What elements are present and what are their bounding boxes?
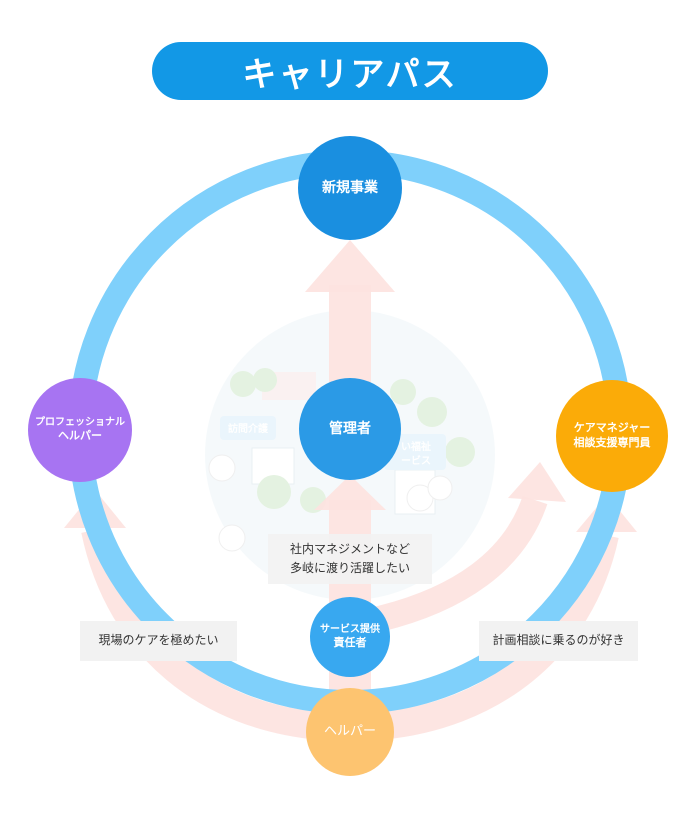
node-service-label-1: サービス提供 xyxy=(320,623,380,635)
arrow-service-right-head xyxy=(508,462,566,502)
tree-icon xyxy=(445,437,475,467)
tree-icon xyxy=(257,475,291,509)
note-consultation: 計画相談に乗るのが好き xyxy=(479,621,638,661)
tree-icon xyxy=(230,371,256,397)
tree-icon xyxy=(390,379,416,405)
note-management-line-2: 多岐に渡り活躍したい xyxy=(289,561,410,575)
note-field-care-label: 現場のケアを極めたい xyxy=(98,633,219,648)
node-service-label-2: 責任者 xyxy=(333,636,367,650)
node-helper-label: ヘルパー xyxy=(323,724,376,740)
note-management: 社内マネジメントなど 多岐に渡り活躍したい xyxy=(268,534,432,584)
arrow-right-curve xyxy=(378,531,619,740)
node-professional-label-1: プロフェッショナル xyxy=(35,416,125,428)
node-care-manager-label-1: ケアマネジャー xyxy=(573,421,651,435)
note-field-care: 現場のケアを極めたい xyxy=(80,621,237,661)
node-care-manager-label-2: 相談支援専門員 xyxy=(573,436,651,449)
tree-icon xyxy=(417,397,447,427)
page-title: キャリアパス xyxy=(152,42,548,100)
bear-icon xyxy=(427,475,453,501)
node-helper: ヘルパー xyxy=(306,688,394,776)
tree-icon xyxy=(253,368,277,392)
sign-visiting-care xyxy=(220,416,276,440)
node-manager-label: 管理者 xyxy=(329,420,371,437)
arrow-up-lower-head xyxy=(314,475,386,510)
sign-welfare xyxy=(384,434,446,470)
node-professional-label-2: ヘルパー xyxy=(58,429,102,443)
note-consultation-label: 計画相談に乗るのが好き xyxy=(492,633,625,648)
note-management-line-1: 社内マネジメントなど xyxy=(289,541,410,556)
sign-welfare-label-2: ービス xyxy=(401,454,431,467)
bear-icon xyxy=(208,454,236,482)
sign-welfare-label-1: い福祉 xyxy=(401,440,431,453)
node-manager: 管理者 xyxy=(299,378,401,480)
node-professional-helper: プロフェッショナル ヘルパー xyxy=(28,378,132,482)
node-new-business-label: 新規事業 xyxy=(322,179,378,196)
node-new-business: 新規事業 xyxy=(298,136,402,240)
arrow-up-upper-head xyxy=(305,240,395,292)
node-care-manager: ケアマネジャー 相談支援専門員 xyxy=(556,380,668,492)
sign-visiting-care-label: 訪問介護 xyxy=(228,422,269,435)
bear-icon xyxy=(218,524,246,552)
node-service-manager: サービス提供 責任者 xyxy=(310,597,390,677)
arrow-service-right-curve xyxy=(372,495,548,633)
